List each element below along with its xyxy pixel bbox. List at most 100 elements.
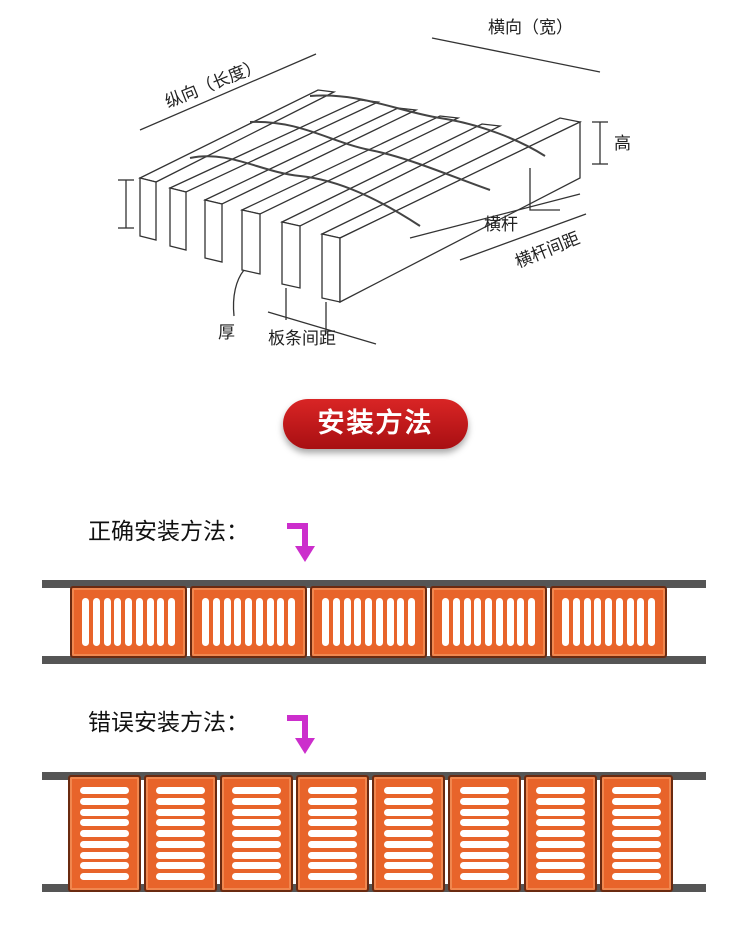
panel-slot xyxy=(637,598,645,646)
panel-slot xyxy=(612,840,661,848)
panel-slot xyxy=(80,840,129,848)
panel-slot xyxy=(354,598,362,646)
height-label: 高 xyxy=(614,134,631,154)
panel-slot xyxy=(80,787,129,794)
panel-slot xyxy=(308,830,357,837)
correct-grating-panel xyxy=(70,586,187,658)
correct-grating-panel xyxy=(190,586,307,658)
panel-slot xyxy=(460,830,509,837)
panel-slot xyxy=(474,598,482,646)
panel-slot xyxy=(460,797,509,805)
panel-slot xyxy=(460,862,509,870)
panel-slot xyxy=(80,797,129,805)
panel-slot xyxy=(80,873,129,880)
panel-slot xyxy=(232,787,281,794)
panel-slots xyxy=(536,787,585,880)
panel-slot xyxy=(612,851,661,859)
panel-slots xyxy=(202,598,295,646)
wrong-grating-panel xyxy=(448,775,521,892)
panel-slot xyxy=(485,598,492,646)
install-method-title: 安装方法 xyxy=(283,399,468,449)
panel-slot xyxy=(288,598,295,646)
panel-slot xyxy=(536,787,585,794)
panel-slots xyxy=(80,787,129,880)
panel-slot xyxy=(408,598,415,646)
panel-slot xyxy=(80,862,129,870)
correct-grating-panel xyxy=(310,586,427,658)
panel-slot xyxy=(156,873,205,880)
panel-slot xyxy=(460,787,509,794)
panel-slot xyxy=(612,862,661,870)
panel-slots xyxy=(156,787,205,880)
panel-slot xyxy=(384,797,433,805)
panel-slots xyxy=(82,598,175,646)
panel-slot xyxy=(536,808,585,816)
panel-slot xyxy=(332,598,340,646)
panel-slots xyxy=(460,787,509,880)
panel-slot xyxy=(125,598,132,646)
correct-top-rail xyxy=(42,580,706,588)
panel-slot xyxy=(308,862,357,870)
grating-dimension-diagram: 纵向（长度） 横向（宽） 高 横杆 横杆间距 厚 板条间距 xyxy=(118,18,631,349)
panel-slot xyxy=(386,598,394,646)
panel-slot xyxy=(232,819,281,827)
panel-slot xyxy=(517,598,525,646)
longitudinal-dimension-line xyxy=(139,53,317,131)
panel-slots xyxy=(562,598,655,646)
bearing-bars xyxy=(138,89,583,304)
panel-slot xyxy=(384,862,433,870)
panel-slot xyxy=(384,851,433,859)
panel-slot xyxy=(308,808,357,816)
panel-slot xyxy=(308,797,357,805)
panel-slot xyxy=(384,787,433,794)
panel-slot xyxy=(562,598,569,646)
panel-slot xyxy=(168,598,175,646)
panel-slot xyxy=(384,873,433,880)
panel-slot xyxy=(460,808,509,816)
panel-slot xyxy=(202,598,209,646)
panel-slot xyxy=(114,598,122,646)
panel-slot xyxy=(626,598,634,646)
panel-slot xyxy=(157,598,165,646)
panel-slot xyxy=(495,598,503,646)
correct-bottom-rail xyxy=(42,656,706,664)
panel-slot xyxy=(156,808,205,816)
panel-slots xyxy=(612,787,661,880)
correct-panel-row xyxy=(70,586,667,658)
panel-slot xyxy=(375,598,383,646)
panel-slot xyxy=(232,840,281,848)
panel-slot xyxy=(460,851,509,859)
panel-slot xyxy=(384,840,433,848)
panel-slot xyxy=(146,598,154,646)
panel-slot xyxy=(442,598,449,646)
panel-slots xyxy=(308,787,357,880)
panel-slot xyxy=(308,787,357,794)
thickness-label: 厚 xyxy=(218,323,235,343)
correct-down-arrow-icon xyxy=(287,523,315,562)
panel-slot xyxy=(594,598,602,646)
panel-slot xyxy=(397,598,405,646)
panel-slot xyxy=(232,830,281,837)
panel-slot xyxy=(384,830,433,837)
panel-slot xyxy=(232,851,281,859)
panel-slot xyxy=(536,840,585,848)
panel-slot xyxy=(80,808,129,816)
panel-slot xyxy=(605,598,612,646)
panel-slot xyxy=(612,797,661,805)
panel-slot xyxy=(612,830,661,837)
panel-slot xyxy=(308,851,357,859)
wrong-grating-panel xyxy=(68,775,141,892)
crossbar-spacing-label: 横杆间距 xyxy=(512,229,583,273)
wrong-down-arrow-icon xyxy=(287,715,315,754)
panel-slot xyxy=(156,797,205,805)
panel-slot xyxy=(234,598,242,646)
panel-slot xyxy=(92,598,100,646)
panel-slot xyxy=(156,830,205,837)
panel-slot xyxy=(612,819,661,827)
panel-slot xyxy=(156,787,205,794)
panel-slot xyxy=(135,598,143,646)
wrong-panel-row xyxy=(68,775,673,892)
panel-slot xyxy=(80,819,129,827)
panel-slot xyxy=(460,840,509,848)
panel-slot xyxy=(103,598,111,646)
